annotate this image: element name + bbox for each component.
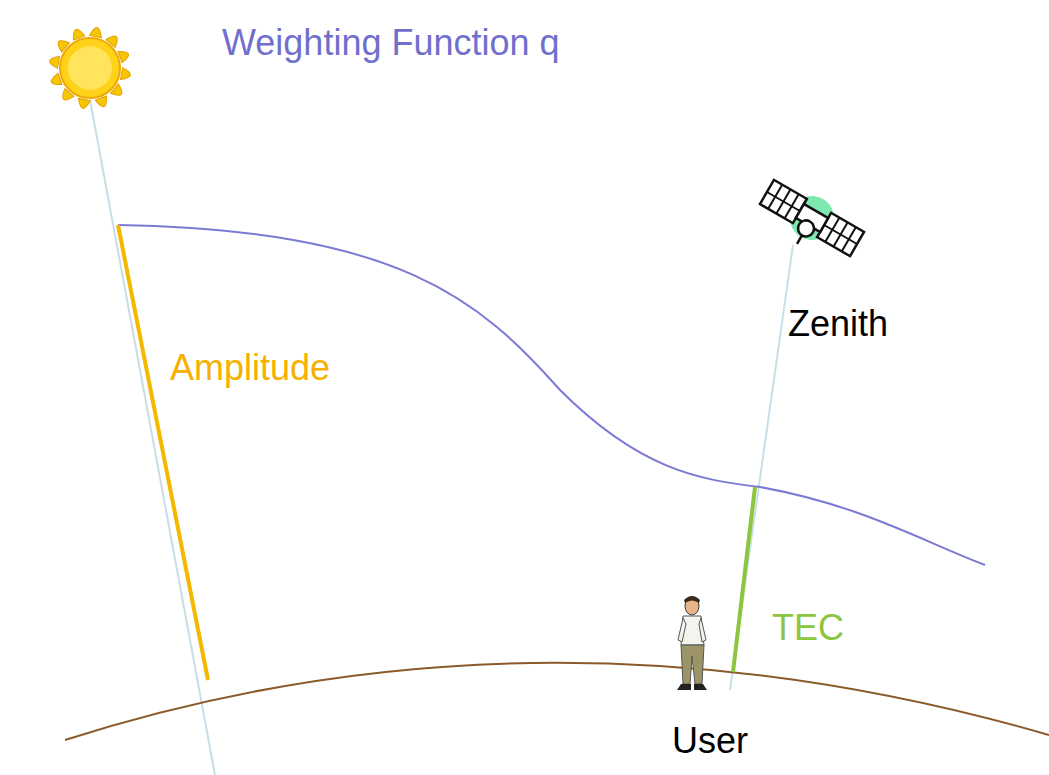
earth-surface [65, 663, 1049, 740]
user-label: User [672, 720, 748, 761]
user-figure [677, 596, 707, 690]
sun-ray-line [90, 100, 215, 775]
amplitude-label: Amplitude [170, 347, 330, 388]
tec-label: TEC [772, 607, 844, 648]
zenith-label: Zenith [788, 303, 888, 344]
satellite-icon [752, 173, 868, 270]
tec-line [733, 487, 755, 672]
curve-label: Weighting Function q [222, 22, 560, 63]
sun-icon [49, 27, 132, 110]
amplitude-line [118, 225, 208, 680]
weighting-curve [118, 225, 985, 565]
